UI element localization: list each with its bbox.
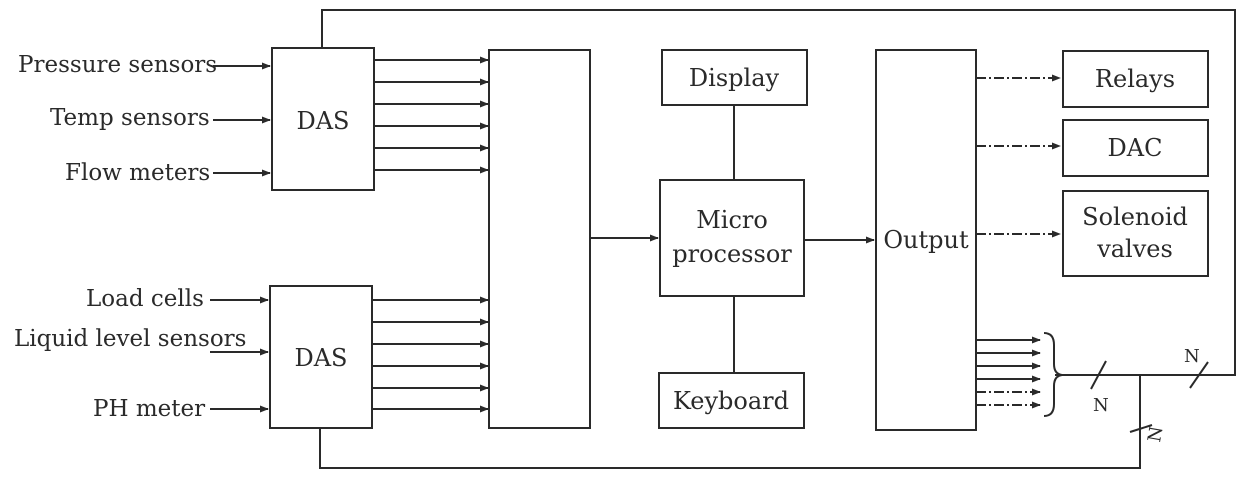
bottom-feedback-line: [319, 375, 1141, 469]
relays-label: Relays: [1095, 65, 1175, 93]
dac-label: DAC: [1108, 134, 1163, 162]
keyboard-label: Keyboard: [673, 387, 789, 415]
das-bottom-block: [269, 285, 373, 429]
das-top-outputs: [374, 56, 489, 174]
solenoid-valves-label-line1: Solenoid: [1082, 203, 1188, 231]
input-label-pressure: Pressure sensors: [18, 52, 217, 78]
bus-label-out: N: [1093, 395, 1109, 416]
das-bottom-outputs: [372, 296, 489, 413]
input-label-liquid-level: Liquid level sensors: [14, 326, 246, 352]
microprocessor-block: [659, 179, 805, 297]
output-block: [875, 49, 977, 431]
display-label: Display: [689, 64, 780, 92]
output-label: Output: [883, 226, 969, 254]
input-label-flow: Flow meters: [65, 160, 210, 186]
dac-block: [1062, 119, 1209, 177]
input-label-temp: Temp sensors: [50, 105, 210, 131]
solenoid-valves-block: [1062, 190, 1209, 277]
microprocessor-label-line2: processor: [672, 240, 792, 268]
microprocessor-label-line1: Micro: [696, 206, 768, 234]
bus-label-down: N: [1144, 425, 1167, 444]
bus-slash-down: [1129, 424, 1153, 433]
input-label-ph: PH meter: [93, 396, 205, 422]
bus-brace: [1043, 332, 1063, 417]
bus-slash-right: [1189, 361, 1209, 389]
das-top-label: DAS: [296, 107, 349, 135]
digital-output-bus: [976, 336, 1041, 409]
input-label-load: Load cells: [86, 286, 204, 312]
input-labels-top: Pressure sensors Temp sensors Flow meter…: [18, 52, 217, 186]
input-labels-bottom: Load cells Liquid level sensors PH meter: [14, 286, 246, 422]
keyboard-block: [658, 372, 805, 429]
bus-label-right: N: [1184, 346, 1200, 367]
display-block: [661, 49, 808, 106]
das-bottom-label: DAS: [294, 344, 347, 372]
top-feedback-line: [321, 9, 1236, 376]
bus-slash-out: [1090, 360, 1107, 390]
das-top-block: [271, 47, 375, 191]
multiplexer-block: [488, 49, 591, 429]
solenoid-valves-label-line2: valves: [1096, 235, 1173, 263]
relays-block: [1062, 50, 1209, 108]
